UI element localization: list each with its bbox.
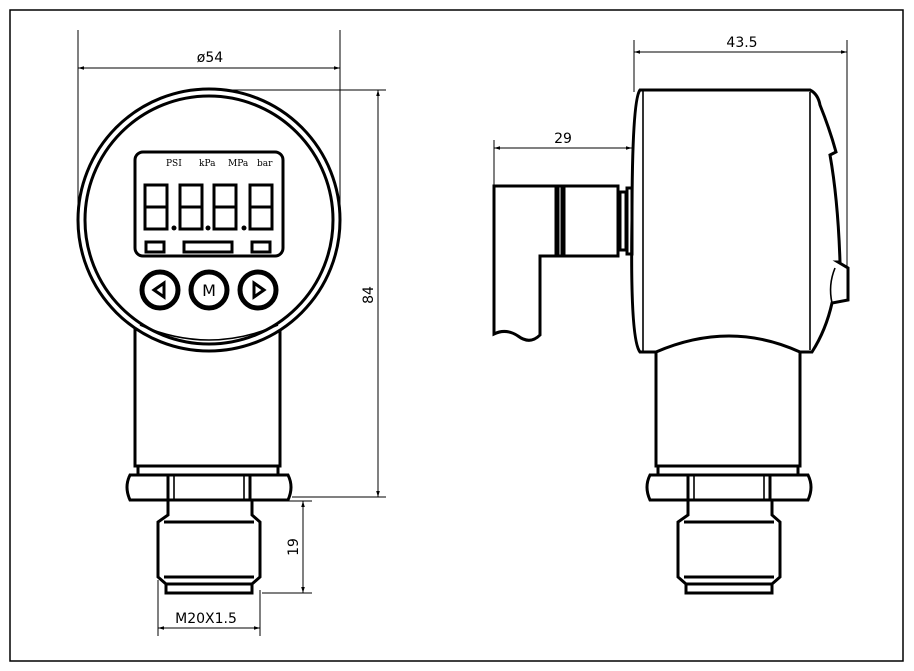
- unit-label-bar: bar: [257, 159, 273, 169]
- indicator-center: [182, 240, 234, 254]
- drawing-frame: [9, 9, 904, 662]
- unit-label-mpa: MPa: [228, 159, 249, 169]
- indicator-left: [144, 240, 166, 254]
- housing-outer-ring: [76, 87, 342, 353]
- housing-inner-ring: [83, 94, 335, 346]
- lcd-display: [133, 150, 285, 258]
- unit-label-psi: PSI: [166, 159, 182, 169]
- arrow-left-icon: [151, 280, 166, 300]
- arrow-right-icon: [252, 280, 267, 300]
- button-left: [139, 269, 181, 311]
- side-housing: [630, 88, 850, 354]
- dim-connector-length: 29: [554, 131, 572, 147]
- side-stem: [654, 352, 802, 468]
- side-dimensions: 43.5 29: [493, 35, 848, 268]
- thread-fitting: [156, 500, 262, 586]
- dim-thread-length: 19: [286, 538, 302, 556]
- dim-depth: 43.5: [726, 35, 757, 51]
- hex-nut: [125, 473, 293, 502]
- dim-thread: M20X1.5: [175, 611, 237, 627]
- side-view: [492, 88, 850, 595]
- button-mode: M: [188, 269, 230, 311]
- side-hex-nut: [645, 473, 813, 502]
- indicator-right: [250, 240, 272, 254]
- dim-height: 84: [361, 286, 377, 304]
- seven-segment-digits: [143, 183, 274, 231]
- mode-label: M: [202, 281, 216, 300]
- dim-diameter: ø54: [197, 50, 223, 66]
- front-dimensions: ø54 84 19 M20X1.5: [77, 30, 386, 636]
- side-thread: [676, 500, 782, 586]
- front-view: PSI kPa MPa bar M: [76, 87, 342, 595]
- cable-plug: [492, 184, 558, 342]
- cable-gland: [562, 184, 620, 258]
- unit-label-kpa: kPa: [199, 159, 216, 169]
- button-right: [237, 269, 279, 311]
